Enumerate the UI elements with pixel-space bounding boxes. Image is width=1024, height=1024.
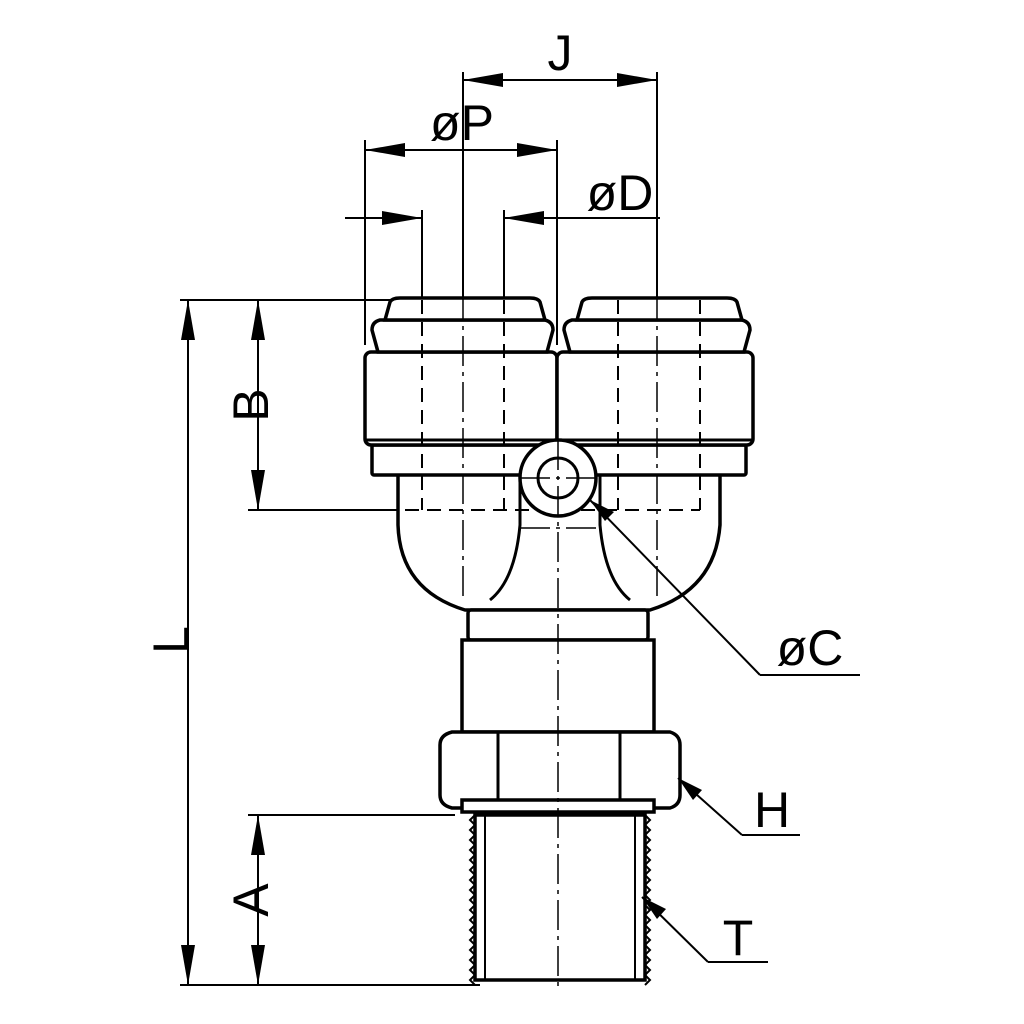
dimension-d <box>345 211 660 225</box>
leader-h <box>677 777 800 836</box>
leader-t <box>641 896 768 963</box>
thread-tooth-profile <box>643 814 652 986</box>
label-t: T <box>723 910 754 966</box>
hex-nut <box>438 730 682 814</box>
dimension-a <box>251 815 265 985</box>
dimension-p <box>365 143 557 157</box>
leader-c <box>589 499 860 676</box>
label-c: øC <box>777 620 844 676</box>
thread-tooth-profile <box>468 814 477 986</box>
label-d: øD <box>587 165 654 221</box>
label-h: H <box>754 782 790 838</box>
dimension-l <box>181 300 195 985</box>
male-thread <box>468 813 652 986</box>
dimension-b <box>251 300 265 510</box>
label-a: A <box>223 883 279 917</box>
dimension-j <box>463 73 657 87</box>
center-lines <box>462 290 658 990</box>
label-p: øP <box>430 95 494 151</box>
label-j: J <box>548 25 573 81</box>
label-l: L <box>143 626 199 654</box>
hidden-bores <box>405 300 701 511</box>
extension-lines <box>180 72 658 986</box>
right-collet <box>555 296 755 477</box>
left-collet <box>363 296 559 477</box>
y-branch-body <box>396 468 722 612</box>
label-b: B <box>223 388 279 421</box>
